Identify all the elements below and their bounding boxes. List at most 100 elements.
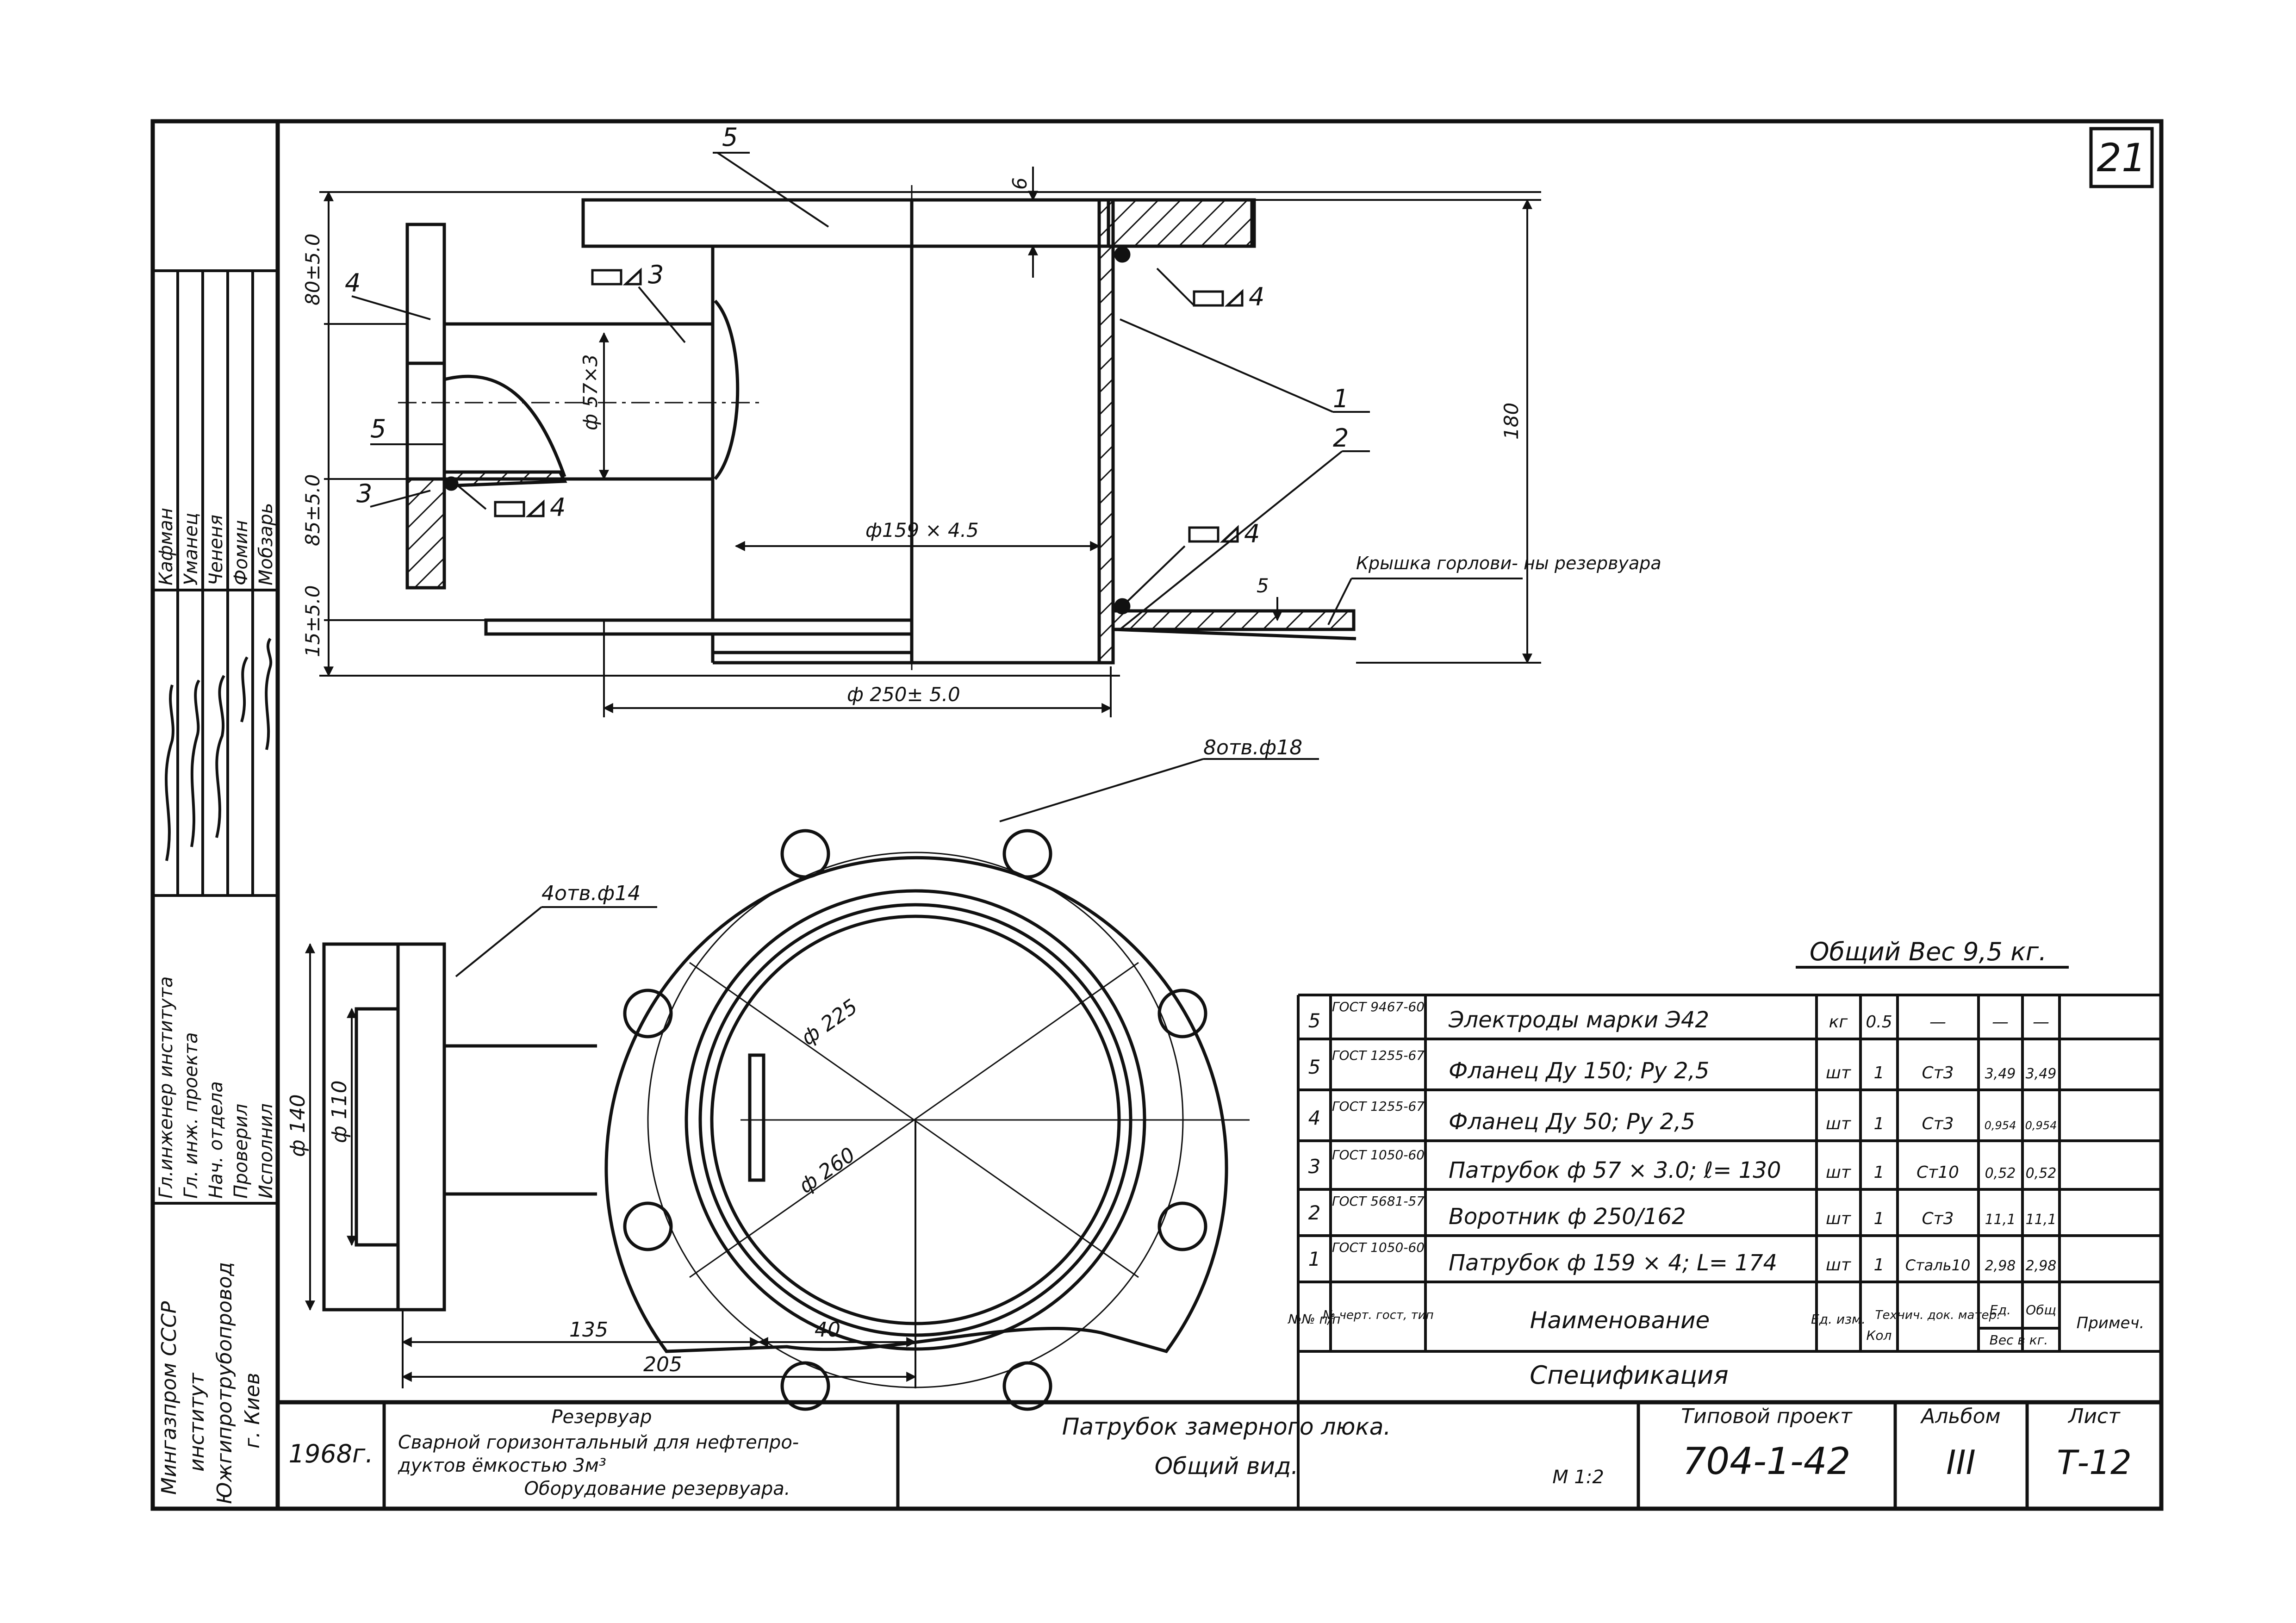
collar-hatch (1111, 609, 1356, 631)
svg-text:0,954: 0,954 (2025, 1119, 2057, 1132)
svg-text:Патрубок замерного люка.: Патрубок замерного люка. (1062, 1413, 1391, 1440)
bolt-hole (780, 829, 830, 879)
svg-text:ф 260: ф 260 (795, 1143, 859, 1198)
svg-text:Патрубок ф 159 × 4; L= 174: Патрубок ф 159 × 4; L= 174 (1449, 1250, 1777, 1276)
svg-text:6: 6 (1008, 177, 1031, 190)
svg-text:ГОСТ 1255-67: ГОСТ 1255-67 (1332, 1099, 1425, 1114)
svg-text:Ед. изм.: Ед. изм. (1811, 1312, 1866, 1327)
svg-text:—: — (2033, 1013, 2049, 1032)
title-block-grid (382, 1402, 2029, 1509)
svg-text:№ черт. гост, тип: № черт. гост, тип (1322, 1308, 1433, 1322)
svg-text:кг: кг (1829, 1013, 1848, 1032)
table-row: 3 ГОСТ 1050-60 Патрубок ф 57 × 3.0; ℓ= 1… (1308, 1147, 2057, 1183)
svg-text:Общий Вес 9,5 кг.: Общий Вес 9,5 кг. (1810, 937, 2047, 966)
svg-text:2: 2 (1308, 1201, 1321, 1224)
svg-text:Ед.: Ед. (1990, 1302, 2011, 1318)
svg-text:Ст3: Ст3 (1922, 1114, 1954, 1133)
svg-text:Гл. инж. проекта: Гл. инж. проекта (180, 1032, 202, 1199)
svg-text:М 1:2: М 1:2 (1552, 1467, 1604, 1488)
svg-text:Нач. отдела: Нач. отдела (205, 1081, 227, 1199)
svg-text:11,1: 11,1 (1985, 1212, 2016, 1228)
svg-text:Проверил: Проверил (230, 1104, 252, 1199)
svg-text:80±5.0: 80±5.0 (301, 234, 324, 305)
svg-text:Вес в кг.: Вес в кг. (1990, 1332, 2048, 1348)
svg-text:ГОСТ 5681-57: ГОСТ 5681-57 (1332, 1194, 1425, 1209)
svg-text:135: 135 (569, 1318, 608, 1342)
svg-text:8отв.ф18: 8отв.ф18 (1203, 736, 1302, 759)
svg-text:Электроды марки Э42: Электроды марки Э42 (1448, 1007, 1709, 1033)
svg-text:Кафман: Кафман (156, 508, 177, 585)
bottom-view-dimensions (305, 758, 1319, 1388)
svg-text:Мингазпром СССР: Мингазпром СССР (157, 1301, 181, 1495)
svg-text:Общий вид.: Общий вид. (1155, 1453, 1299, 1480)
svg-text:3: 3 (648, 260, 664, 289)
spec-table-caption: Спецификация (1530, 1361, 1728, 1390)
svg-text:4: 4 (1308, 1107, 1321, 1129)
svg-text:Фланец Ду 150; Ру 2,5: Фланец Ду 150; Ру 2,5 (1449, 1058, 1709, 1084)
svg-text:—: — (1992, 1013, 2009, 1032)
svg-text:3,49: 3,49 (2026, 1066, 2057, 1082)
spec-table-grid (1297, 994, 2161, 1509)
svg-text:5: 5 (1257, 574, 1269, 597)
svg-text:г. Киев: г. Киев (241, 1373, 264, 1449)
svg-text:Типовой проект: Типовой проект (1681, 1405, 1853, 1428)
svg-text:40: 40 (815, 1318, 840, 1342)
svg-text:Оборудование резервуара.: Оборудование резервуара. (524, 1478, 790, 1499)
svg-text:0,954: 0,954 (1985, 1119, 2016, 1132)
bolt-hole (1157, 989, 1207, 1038)
svg-text:Фланец Ду 50; Ру 2,5: Фланец Ду 50; Ру 2,5 (1449, 1109, 1695, 1135)
svg-text:Т-12: Т-12 (2057, 1443, 2132, 1482)
svg-text:1968г.: 1968г. (289, 1439, 373, 1468)
svg-text:21: 21 (2097, 135, 2147, 180)
svg-text:ф 110: ф 110 (328, 1080, 351, 1143)
bolt-hole (1002, 829, 1052, 879)
svg-text:Воротник ф 250/162: Воротник ф 250/162 (1449, 1204, 1686, 1230)
top-view-dimensions (319, 167, 1541, 717)
svg-text:0.5: 0.5 (1866, 1013, 1892, 1032)
svg-text:институт: институт (185, 1373, 209, 1472)
top-section-view (398, 185, 1356, 676)
tank-cover-note: Крышка горлови- ны резервуара (1356, 553, 1661, 573)
svg-text:Наименование: Наименование (1530, 1307, 1710, 1334)
svg-text:ГОСТ 1050-60: ГОСТ 1050-60 (1332, 1147, 1425, 1163)
svg-text:Ст3: Ст3 (1922, 1063, 1954, 1082)
svg-text:Чененя: Чененя (205, 515, 227, 585)
svg-text:4: 4 (1244, 519, 1260, 548)
svg-text:ф159 × 4.5: ф159 × 4.5 (865, 519, 979, 541)
svg-text:15±5.0: 15±5.0 (301, 585, 324, 657)
svg-text:1: 1 (1308, 1248, 1321, 1270)
svg-text:3: 3 (1308, 1155, 1321, 1178)
svg-text:2,98: 2,98 (2026, 1258, 2057, 1274)
side-panel-names: Кафман Уманец Чененя Фомин Мобзарь (156, 503, 277, 585)
svg-text:Крышка горлови- ны резервуара: Крышка горлови- ны резервуара (1356, 553, 1661, 573)
svg-text:5: 5 (1308, 1009, 1321, 1032)
svg-text:1: 1 (1874, 1114, 1885, 1133)
top-view-labels: 5 4 5 3 3 4 4 4 1 2 (345, 123, 1349, 548)
table-row: 4 ГОСТ 1255-67 Фланец Ду 50; Ру 2,5 шт 1… (1308, 1099, 2057, 1135)
svg-text:ф 225: ф 225 (797, 995, 862, 1050)
svg-text:0,52: 0,52 (1985, 1165, 2016, 1181)
svg-text:5: 5 (722, 123, 738, 152)
svg-text:1: 1 (1874, 1209, 1885, 1228)
svg-text:шт: шт (1826, 1256, 1851, 1275)
svg-text:1: 1 (1874, 1256, 1885, 1275)
svg-text:Общ: Общ (2026, 1302, 2056, 1318)
svg-text:Фомин: Фомин (230, 520, 252, 585)
svg-text:4: 4 (550, 493, 566, 522)
table-row: 5 ГОСТ 1255-67 Фланец Ду 150; Ру 2,5 шт … (1308, 1048, 2057, 1084)
total-weight: Общий Вес 9,5 кг. (1796, 937, 2069, 969)
side-panel-roles: Гл.инженер института Гл. инж. проекта На… (156, 976, 277, 1199)
outer-flange-circle (604, 856, 1228, 1354)
main-pipe-wall (1097, 198, 1115, 665)
svg-text:4отв.ф14: 4отв.ф14 (541, 882, 641, 905)
svg-text:Лист: Лист (2067, 1405, 2121, 1428)
svg-text:5: 5 (1308, 1056, 1321, 1078)
svg-text:дуктов ёмкостью 3м³: дуктов ёмкостью 3м³ (398, 1455, 606, 1476)
svg-text:704-1-42: 704-1-42 (1682, 1440, 1850, 1483)
svg-text:Южгипротрубопровод: Южгипротрубопровод (213, 1262, 236, 1504)
svg-text:1: 1 (1874, 1063, 1885, 1082)
svg-text:1: 1 (1333, 384, 1349, 413)
svg-text:ф 250± 5.0: ф 250± 5.0 (847, 683, 960, 706)
svg-text:Примеч.: Примеч. (2077, 1314, 2145, 1332)
svg-text:3: 3 (356, 479, 372, 508)
